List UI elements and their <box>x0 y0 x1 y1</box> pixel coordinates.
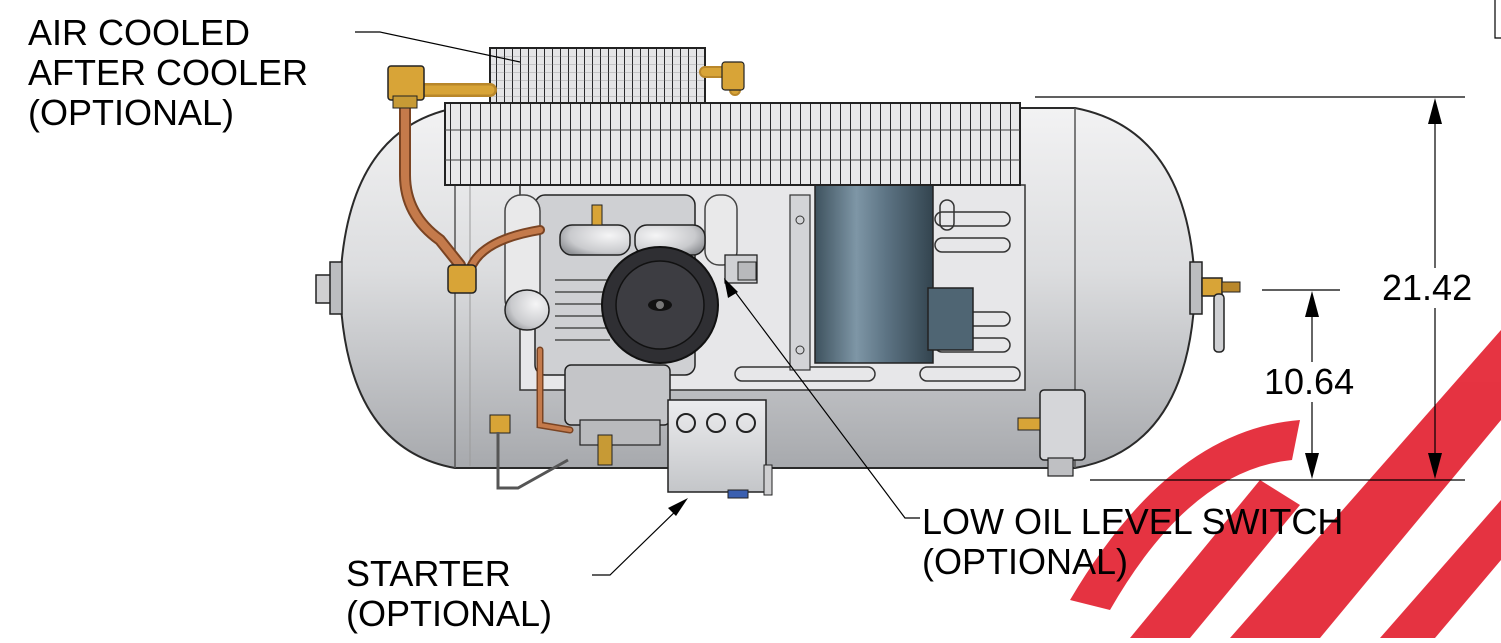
callout-oil-switch-line-1: LOW OIL LEVEL SWITCH <box>922 501 1344 542</box>
callout-aftercooler-line-3: (OPTIONAL) <box>28 92 235 133</box>
callout-oil-switch: LOW OIL LEVEL SWITCH (OPTIONAL) <box>922 502 1343 582</box>
oil-level-switch <box>724 254 758 284</box>
electric-motor <box>814 182 974 364</box>
callout-starter-line-2: (OPTIONAL) <box>346 593 553 634</box>
frame-corner <box>1494 0 1501 39</box>
flywheel-guard <box>601 246 719 364</box>
aftercooler-coil <box>489 47 706 104</box>
starter-box <box>667 399 773 499</box>
tank-end-fitting-left <box>315 261 343 315</box>
callout-aftercooler-line-1: AIR COOLED <box>28 12 251 53</box>
callout-aftercooler: AIR COOLED AFTER COOLER (OPTIONAL) <box>28 13 308 133</box>
dimension-centerline-label: 10.64 <box>1262 361 1357 402</box>
callout-leader-starter <box>592 498 688 576</box>
callout-aftercooler-line-2: AFTER COOLER <box>28 52 309 93</box>
tank-end-fitting-right <box>1189 261 1241 353</box>
pressure-switch-box <box>1017 389 1086 477</box>
callout-leader-aftercooler <box>355 31 521 63</box>
dimension-centerline-arrows <box>1305 291 1319 479</box>
callout-oil-switch-line-2: (OPTIONAL) <box>922 541 1129 582</box>
dimension-overall-label: 21.42 <box>1380 267 1475 308</box>
dimension-overall-arrows <box>1428 98 1442 479</box>
watermark-logo <box>1070 330 1501 638</box>
belt-guard-intercooler <box>444 102 1021 186</box>
callout-leader-oil-switch <box>724 278 920 519</box>
callout-starter: STARTER (OPTIONAL) <box>346 554 552 634</box>
tube-fittings <box>387 61 745 490</box>
callout-starter-line-1: STARTER <box>346 553 511 594</box>
